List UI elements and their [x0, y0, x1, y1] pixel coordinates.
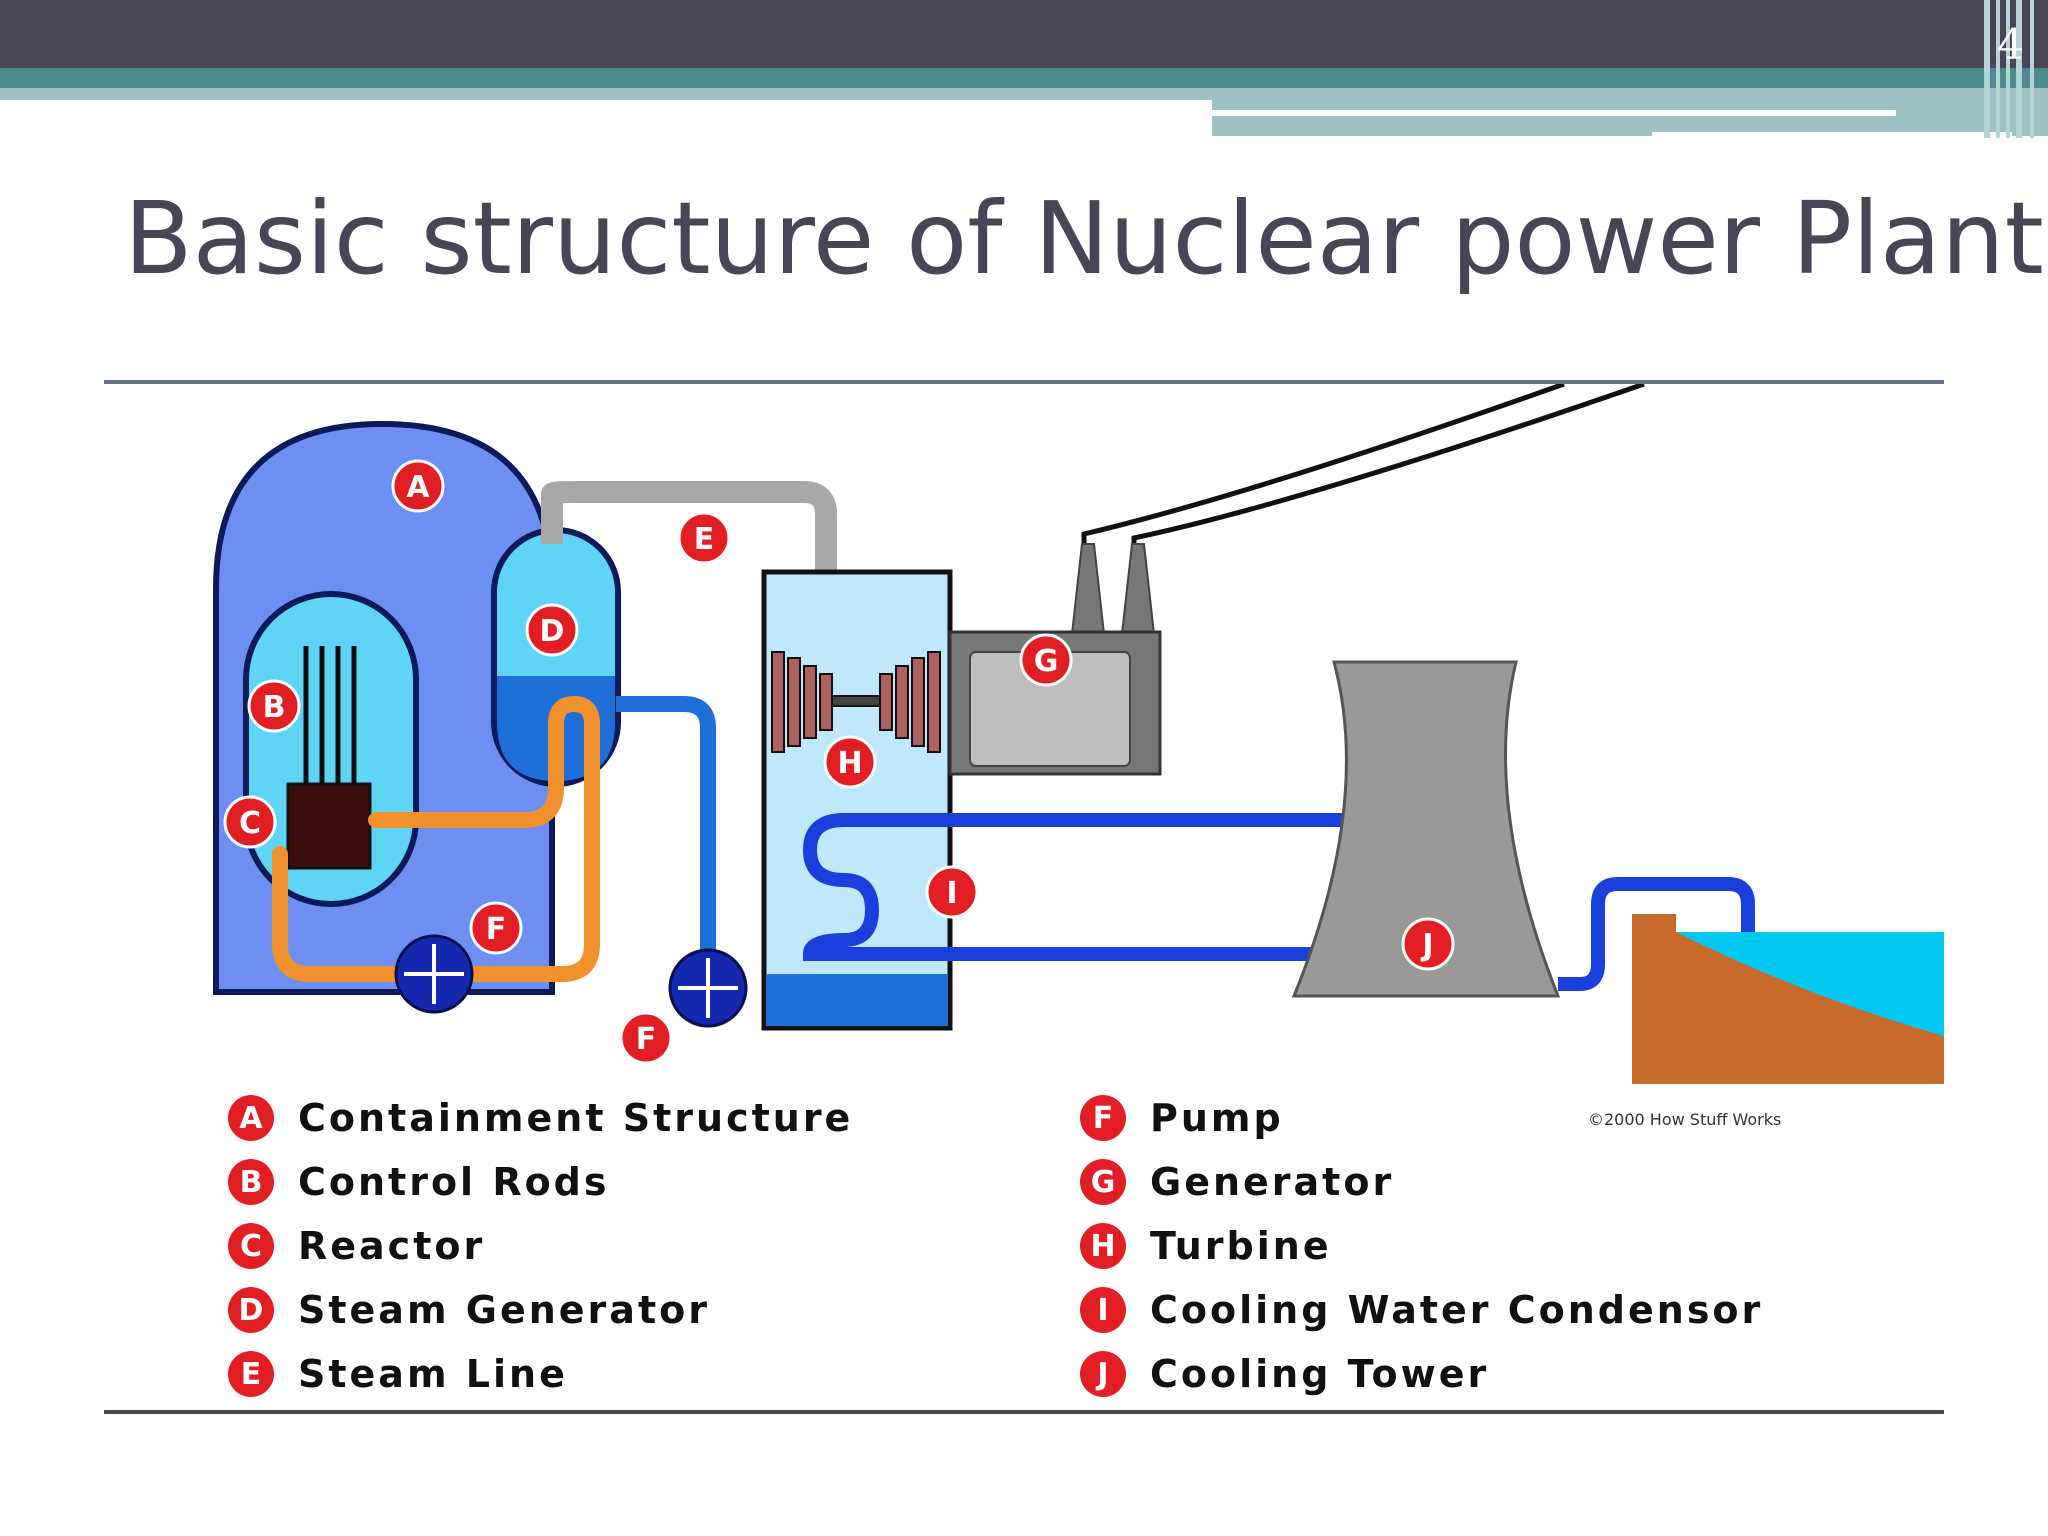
legend-item: J Cooling Tower [1080, 1346, 1489, 1402]
header-stripe [1996, 0, 2000, 138]
marker-letter: F [486, 912, 507, 947]
legend-item: C Reactor [228, 1218, 485, 1274]
pump-primary [394, 934, 474, 1014]
condenser-coil [802, 813, 1350, 961]
marker-letter: H [837, 746, 862, 781]
legend-label: Generator [1150, 1160, 1395, 1204]
marker-letter: G [1034, 644, 1059, 679]
header-accent-band [0, 68, 2048, 88]
legend-badge: A [228, 1095, 274, 1141]
marker-a: A [391, 459, 445, 513]
legend-item: E Steam Line [228, 1346, 568, 1402]
top-rule [104, 380, 1944, 384]
power-lines [1081, 384, 1645, 548]
river-bank [1632, 914, 1944, 1084]
marker-e: E [677, 511, 731, 565]
marker-i: I [925, 865, 979, 919]
marker-letter: I [946, 876, 957, 911]
marker-f-primary: F [469, 901, 523, 955]
marker-letter: A [406, 470, 430, 505]
marker-g: G [1019, 633, 1073, 687]
marker-letter: B [263, 690, 286, 725]
legend-badge: C [228, 1223, 274, 1269]
header-stripe [2030, 0, 2034, 138]
legend-label: Steam Line [298, 1352, 568, 1396]
control-rods [303, 646, 357, 784]
legend-label: Steam Generator [298, 1288, 710, 1332]
legend-label: Turbine [1150, 1224, 1332, 1268]
copyright-notice: ©2000 How Stuff Works [1588, 1110, 1782, 1129]
marker-letter: E [694, 522, 715, 557]
legend-item: B Control Rods [228, 1154, 610, 1210]
header-accent-line [1212, 110, 1896, 116]
legend-badge: J [1080, 1351, 1126, 1397]
marker-d: D [525, 603, 579, 657]
legend-badge: G [1080, 1159, 1126, 1205]
steam-line [541, 481, 837, 570]
legend-label: Cooling Tower [1150, 1352, 1490, 1396]
header-accent-band-light [0, 88, 1212, 100]
legend-badge: B [228, 1159, 274, 1205]
header-bar [0, 0, 2048, 68]
header-stripe [2016, 0, 2022, 138]
turbine [771, 651, 941, 753]
legend-label: Pump [1150, 1096, 1284, 1140]
legend-label: Containment Structure [298, 1096, 854, 1140]
header-accent-line [1652, 132, 2012, 138]
nuclear-plant-diagram: A B C D E F F G [213, 384, 1944, 1084]
legend-item: H Turbine [1080, 1218, 1332, 1274]
legend-badge: F [1080, 1095, 1126, 1141]
legend-badge: I [1080, 1287, 1126, 1333]
header-stripe [1984, 0, 1990, 138]
marker-h: H [823, 735, 877, 789]
marker-letter: D [540, 614, 565, 649]
feedwater-pipe [616, 696, 716, 984]
legend-item: G Generator [1080, 1154, 1394, 1210]
legend-badge: D [228, 1287, 274, 1333]
insulators [1070, 543, 1156, 635]
legend-item: A Containment Structure [228, 1090, 853, 1146]
marker-b: B [247, 679, 301, 733]
marker-f-secondary: F [619, 1011, 673, 1065]
slide-number: 4 [1997, 20, 2024, 69]
marker-letter: F [636, 1022, 657, 1057]
legend-item: D Steam Generator [228, 1282, 710, 1338]
legend-item: I Cooling Water Condensor [1080, 1282, 1763, 1338]
river-pipe [1558, 877, 1755, 991]
marker-letter: C [239, 806, 261, 841]
marker-c: C [223, 795, 277, 849]
slide-title: Basic structure of Nuclear power Plant [124, 180, 2044, 297]
legend-label: Control Rods [298, 1160, 610, 1204]
header-stripe [2006, 0, 2010, 138]
marker-j: J [1401, 917, 1455, 971]
legend-badge: H [1080, 1223, 1126, 1269]
bottom-rule [104, 1410, 1944, 1414]
legend-item: F Pump [1080, 1090, 1284, 1146]
reactor-core [286, 782, 372, 870]
cooling-tower [1291, 660, 1561, 998]
primary-coolant-loop [272, 695, 600, 982]
legend-label: Cooling Water Condensor [1150, 1288, 1764, 1332]
pump-secondary [668, 948, 748, 1028]
marker-letter: J [1420, 928, 1433, 963]
legend-label: Reactor [298, 1224, 486, 1268]
legend-badge: E [228, 1351, 274, 1397]
